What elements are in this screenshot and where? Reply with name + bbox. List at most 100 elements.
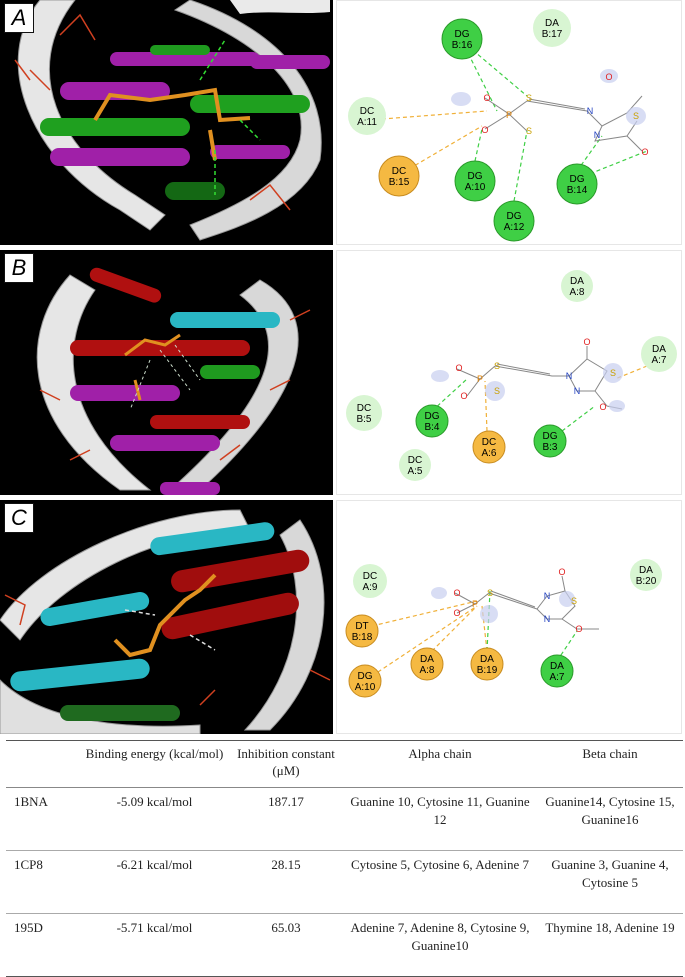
header-inhibition-constant: Inhibition constant (μM) — [237, 746, 335, 778]
svg-text:DA: DA — [550, 661, 564, 672]
base-cylinder — [110, 435, 220, 451]
ligand-sticks — [113, 573, 217, 658]
residue-bubble: DT B:18 — [345, 614, 379, 648]
pi-line — [371, 600, 478, 627]
hbond-dashes — [124, 609, 216, 651]
panel-c-2d-interaction-map: O O P S N N O S O DC A:9 DA B:20 DT B:18… — [336, 500, 682, 734]
solvent-halo — [600, 69, 618, 83]
inhibition-constant: 65.03 — [271, 920, 301, 935]
svg-text:B:3: B:3 — [542, 442, 557, 453]
binding-results-table: Binding energy (kcal/mol) Inhibition con… — [6, 740, 683, 977]
backbone-ribbon — [243, 519, 325, 731]
interaction-diagram: O O P S N N O S O DC A:9 DA B:20 DT B:18… — [345, 559, 662, 698]
svg-text:B:5: B:5 — [356, 414, 371, 425]
residue-bubble: DC A:9 — [353, 564, 387, 598]
svg-text:DG: DG — [468, 171, 483, 182]
svg-text:A:11: A:11 — [357, 117, 377, 128]
svg-text:DG: DG — [570, 174, 585, 185]
oxygen-atom-label: O — [558, 567, 565, 577]
solvent-halo — [603, 363, 623, 383]
oxygen-atom-label: O — [641, 147, 648, 157]
base-cylinder — [190, 95, 310, 113]
base-cylinder — [160, 482, 220, 495]
sulfur-atom-label: S — [571, 596, 577, 606]
residue-bubble: DC A:5 — [399, 449, 431, 481]
svg-text:B:19: B:19 — [477, 665, 498, 676]
table-row: 195D -5.71 kcal/mol 65.03 Adenine 7, Ade… — [6, 914, 683, 977]
phosphorus-atom-label: P — [472, 599, 478, 609]
base-cylinder — [161, 592, 299, 640]
svg-text:DG: DG — [455, 29, 470, 40]
phosphate-lines — [14, 13, 291, 211]
svg-text:DA: DA — [545, 18, 559, 29]
svg-text:B:20: B:20 — [636, 576, 657, 587]
sulfur-atom-label: S — [494, 386, 500, 396]
phosphorus-atom-label: P — [506, 110, 512, 120]
oxygen-atom-label: O — [575, 624, 582, 634]
oxygen-atom-label: O — [455, 363, 462, 373]
hbond-dashes — [129, 344, 201, 411]
residue-bubble: DC A:6 — [472, 430, 506, 464]
base-cylinder — [200, 365, 260, 379]
base-cylinder — [150, 522, 275, 556]
sulfur-atom-label: S — [526, 126, 532, 136]
oxygen-atom-label: O — [599, 402, 606, 412]
residue-bubble: DG B:3 — [533, 424, 567, 458]
residue-bubble: DC B:15 — [378, 155, 420, 197]
phosphate-lines — [39, 309, 311, 461]
residue-bubble: DA A:8 — [410, 647, 444, 681]
pi-line — [381, 110, 488, 120]
residue-bubble: DA B:17 — [533, 9, 571, 47]
svg-text:A:8: A:8 — [419, 665, 434, 676]
backbone-ribbon — [36, 274, 152, 491]
base-cylinder — [210, 145, 290, 159]
header-binding-energy: Binding energy (kcal/mol) — [85, 746, 224, 761]
svg-text:B:16: B:16 — [452, 40, 473, 51]
svg-text:DA: DA — [639, 565, 653, 576]
residue-bubble: DC A:11 — [348, 97, 386, 135]
oxygen-atom-label: O — [481, 125, 488, 135]
solvent-halo — [609, 400, 625, 412]
svg-text:B:14: B:14 — [567, 185, 588, 196]
header-beta-chain: Beta chain — [582, 746, 638, 761]
oxygen-atom-label: O — [453, 608, 460, 618]
panel-b-label: B — [4, 253, 34, 283]
nitrogen-atom-label: N — [566, 371, 573, 381]
hbond-line — [513, 130, 528, 202]
svg-text:DG: DG — [425, 411, 440, 422]
sulfur-atom-label: S — [610, 368, 616, 378]
hbond-dashes — [199, 39, 261, 195]
binding-energy: -5.09 kcal/mol — [116, 794, 193, 809]
svg-text:A:6: A:6 — [481, 448, 496, 459]
alpha-chain: Guanine 10, Cytosine 11, Guanine 12 — [350, 794, 530, 827]
solvent-halo — [485, 381, 505, 401]
residue-bubble: DG A:10 — [454, 160, 496, 202]
residue-bubble: DA B:19 — [470, 647, 504, 681]
solvent-halo — [626, 107, 646, 125]
svg-text:A:5: A:5 — [407, 466, 422, 477]
base-cylinder — [150, 415, 250, 429]
panel-a-3d-view: A — [0, 0, 333, 245]
residue-bubble: DA A:7 — [641, 336, 677, 372]
svg-text:DC: DC — [357, 403, 371, 414]
residue-bubble: DG A:10 — [348, 664, 382, 698]
svg-text:DC: DC — [482, 437, 496, 448]
base-cylinder — [40, 592, 150, 627]
base-cylinder — [60, 82, 170, 100]
oxygen-atom-label: O — [453, 588, 460, 598]
svg-text:DA: DA — [570, 276, 584, 287]
svg-text:B:15: B:15 — [389, 177, 410, 188]
residue-bubble: DC B:5 — [346, 395, 382, 431]
panel-a-2d-interaction-map: O O P S S N N O S O DG B:16 DA B:17 DC A… — [336, 0, 682, 245]
solvent-halo — [431, 587, 447, 599]
pdb-id: 1CP8 — [14, 857, 43, 872]
residue-bubble: DG A:12 — [493, 200, 535, 242]
interaction-diagram: O O P S S N N O S O DA A:8 DA A:7 DC B:5… — [346, 270, 677, 481]
table-row: 1CP8 -6.21 kcal/mol 28.15 Cytosine 5, Cy… — [6, 851, 683, 914]
pi-line — [371, 605, 478, 677]
solvent-halo — [431, 370, 449, 382]
svg-text:A:10: A:10 — [355, 682, 376, 693]
pdb-id: 195D — [14, 920, 43, 935]
svg-text:A:7: A:7 — [549, 672, 564, 683]
hbond-line — [576, 150, 648, 180]
